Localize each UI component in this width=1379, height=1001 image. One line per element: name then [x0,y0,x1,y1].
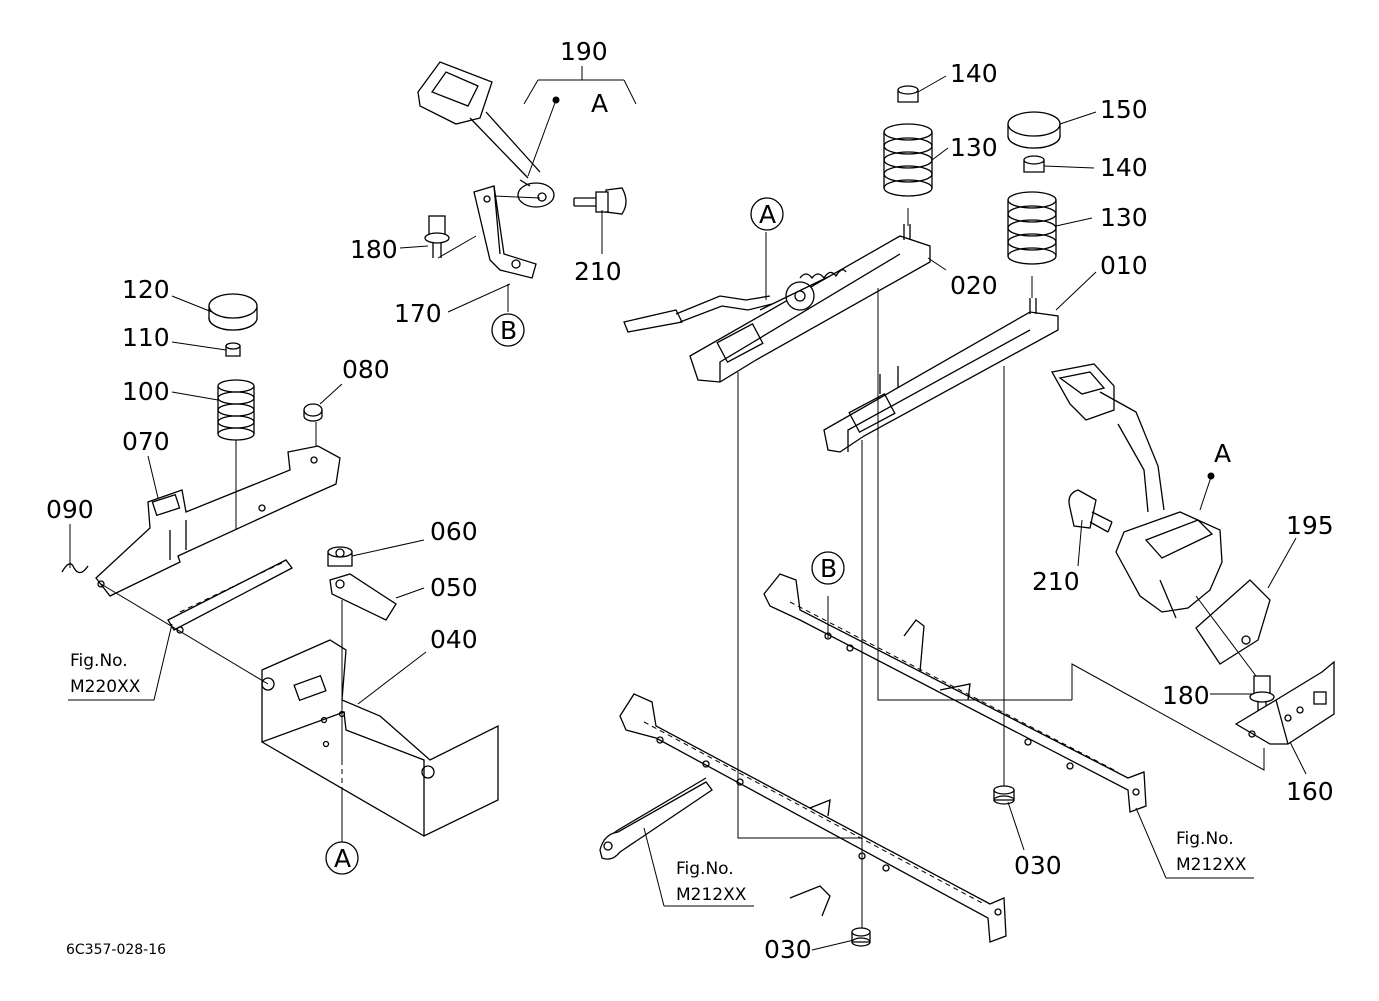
ref-circle-a-bottom [325,841,359,875]
callout-060: 060 [430,517,478,546]
drawing-code: 6C357-028-16 [66,942,166,958]
callout-030-bottom: 030 [764,935,812,964]
fig-ref-right-line2: M212XX [1176,855,1247,875]
callout-140-lower: 140 [1100,153,1148,182]
callout-190: 190 [560,37,608,66]
fig-ref-plate-left [167,559,293,634]
ref-dot-a-top [552,96,560,104]
callout-120: 120 [122,275,170,304]
frame-rail-right [763,573,1147,813]
callout-130-upper: 130 [950,133,998,162]
callout-090: 090 [46,495,94,524]
cap-150 [1007,111,1061,149]
fig-ref-center-line2: M212XX [676,885,747,905]
callout-100: 100 [122,377,170,406]
ref-b-rail: B [820,554,837,583]
callout-160: 160 [1286,777,1334,806]
callout-180-lower: 180 [1162,681,1210,710]
nut-030-right [993,785,1015,805]
leader-lines [68,66,1307,951]
nut-140-upper [897,85,919,103]
ref-circle-b-bracket [491,313,525,347]
nut-140-lower [1023,155,1045,173]
plug-080 [303,403,323,422]
nut-110 [225,342,241,357]
assembly-lines [100,195,1265,928]
ref-b-bracket: B [500,316,517,345]
bracket-160 [1234,660,1335,745]
cap-120 [208,293,258,331]
ref-circle-a-rail [750,197,784,231]
callout-110: 110 [122,323,170,352]
callout-080: 080 [342,355,390,384]
callout-210-upper: 210 [574,257,622,286]
callout-195: 195 [1286,511,1334,540]
callout-070: 070 [122,427,170,456]
bolt-180-lower [1249,675,1275,716]
figure-references: Fig.No. M220XX Fig.No. M212XX Fig.No. M2… [70,651,1247,905]
fig-ref-right-line1: Fig.No. [1176,829,1234,849]
callout-210-lower: 210 [1032,567,1080,596]
link-050 [329,573,397,621]
fig-ref-center-line1: Fig.No. [676,859,734,879]
seat-lever [623,269,847,333]
ref-a-belt: A [1214,439,1231,468]
reference-letters: A A A A B B [334,89,1231,873]
plate-070 [95,445,341,597]
fig-ref-left-line2: M220XX [70,677,141,697]
plate-195 [1195,579,1271,665]
ref-a-rail: A [759,200,776,229]
callout-040: 040 [430,625,478,654]
ref-dot-a-belt [1207,472,1215,480]
nut-060 [327,546,353,567]
ref-circle-b-rail [811,551,845,585]
ref-a-bottom: A [334,844,351,873]
callout-030-right: 030 [1014,851,1062,880]
bolt-210-upper [573,187,627,215]
pin-090 [61,563,89,574]
seat-belt-buckle [417,61,555,208]
spring-100 [217,379,255,441]
slide-rail-010 [823,298,1059,453]
slide-rail-020 [689,224,931,383]
callout-170: 170 [394,299,442,328]
callout-130-lower: 130 [1100,203,1148,232]
frame-rail-left [599,693,1007,943]
callout-180-upper: 180 [350,235,398,264]
callout-010: 010 [1100,251,1148,280]
seat-belt-retractor [1050,363,1223,619]
ref-a-top: A [591,89,608,118]
callout-150: 150 [1100,95,1148,124]
bolt-210-lower [1068,489,1113,533]
callout-020: 020 [950,271,998,300]
callout-labels: 190 180 170 210 120 110 100 080 070 090 … [46,37,1334,964]
callout-140-upper: 140 [950,59,998,88]
spring-130-lower [1007,191,1057,265]
callout-050: 050 [430,573,478,602]
spring-130-upper [883,123,933,197]
nut-030-bottom [851,927,871,947]
bracket-170 [473,185,537,279]
fig-ref-left-line1: Fig.No. [70,651,128,671]
bolt-180-upper [424,215,450,258]
bracket-040 [261,639,499,838]
